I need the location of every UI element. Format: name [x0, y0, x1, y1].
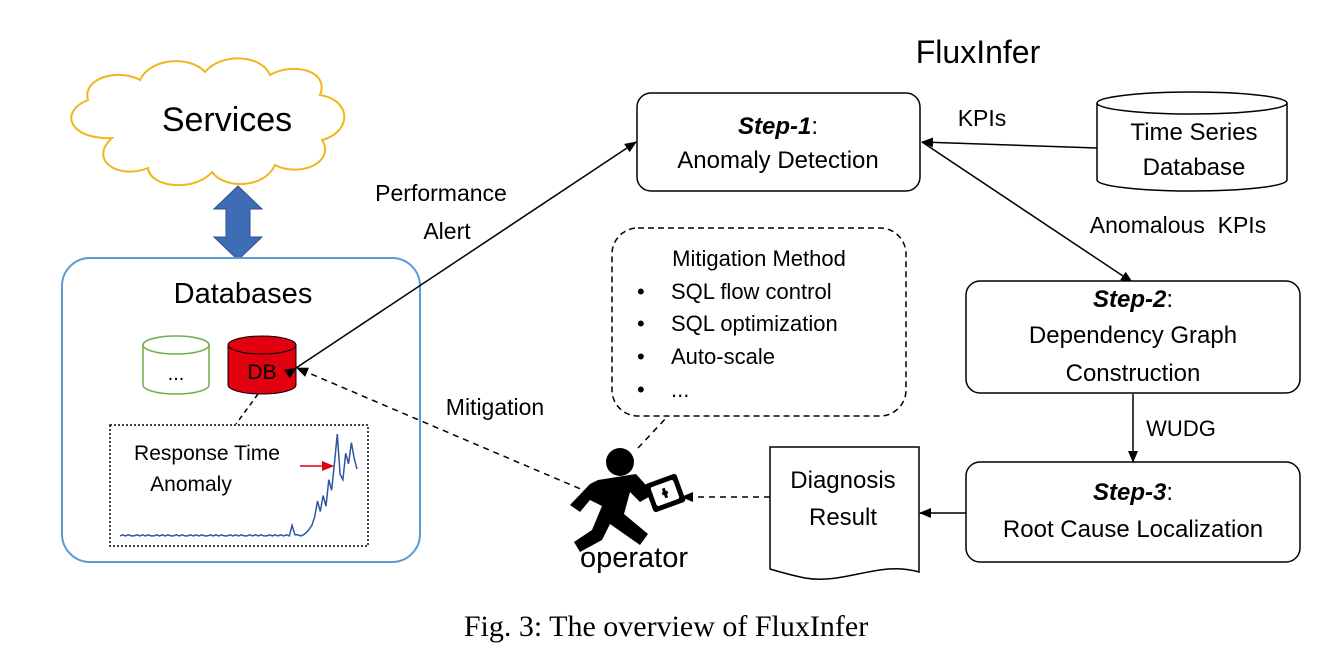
time-series-db-line2: Database	[1143, 154, 1246, 181]
step3-box: Step-3: Root Cause Localization	[965, 461, 1301, 563]
step3-name: Root Cause Localization	[1003, 516, 1263, 543]
mitigation-item: SQL optimization	[671, 311, 838, 336]
mitigation-method-box: Mitigation Method • SQL flow control • S…	[611, 227, 907, 417]
diagnosis-result-document: Diagnosis Result	[769, 446, 920, 580]
wudg-label: WUDG	[1146, 416, 1216, 441]
db-chart-connector	[235, 393, 259, 425]
performance-alert-arrow	[284, 141, 637, 379]
mitigation-bullet: •	[637, 279, 645, 304]
figure-caption: Fig. 3: The overview of FluxInfer	[463, 610, 869, 643]
diagram-title: FluxInfer	[916, 34, 1041, 70]
time-series-database: Time Series Database	[1096, 91, 1288, 192]
services-cloud: Services	[70, 57, 346, 186]
step2-heading: Step-2:	[1093, 286, 1173, 313]
operator-label: operator	[580, 542, 688, 574]
step2-line1: Dependency Graph	[1029, 322, 1237, 349]
database-icon-main: DB	[227, 335, 297, 395]
operator-mitigation-connector	[637, 415, 669, 449]
performance-alert-line1: Performance	[375, 180, 507, 206]
performance-alert-line2: Alert	[423, 218, 471, 244]
mitigation-item: ...	[671, 377, 689, 402]
step1-box: Step-1: Anomaly Detection	[636, 92, 921, 192]
time-series-db-line1: Time Series	[1130, 119, 1257, 146]
diagram-svg: FluxInfer Services Databases ... DB Resp…	[61, 34, 1301, 580]
mitigation-bullet: •	[637, 311, 645, 336]
step1-name: Anomaly Detection	[677, 147, 878, 174]
kpis-arrow	[921, 137, 1098, 149]
anomaly-chart-panel	[109, 424, 369, 547]
diagnosis-line1: Diagnosis	[790, 467, 895, 494]
mitigation-bullet: •	[637, 344, 645, 369]
mitigation-method-list: • SQL flow control • SQL optimization • …	[637, 279, 838, 402]
response-time-series	[119, 434, 358, 537]
services-label: Services	[162, 101, 292, 139]
diagnosis-line2: Result	[809, 504, 877, 531]
mitigation-method-title: Mitigation Method	[672, 246, 846, 271]
services-databases-double-arrow	[212, 185, 264, 261]
anomalous-kpis-label: Anomalous KPIs	[1090, 212, 1266, 238]
anomaly-label-line2: Anomaly	[150, 473, 232, 496]
mitigation-bullet: •	[637, 377, 645, 402]
step2-line2: Construction	[1066, 360, 1201, 387]
step1-heading: Step-1:	[738, 113, 818, 140]
mitigation-label: Mitigation	[446, 394, 544, 420]
database-other-label: ...	[168, 363, 185, 385]
database-main-label: DB	[247, 361, 276, 384]
kpis-label: KPIs	[958, 105, 1007, 131]
step2-box: Step-2: Dependency Graph Construction	[965, 280, 1301, 394]
operator-runner-with-kit-icon	[570, 448, 686, 552]
mitigation-item: SQL flow control	[671, 279, 832, 304]
databases-label: Databases	[174, 278, 313, 310]
mitigation-arrow	[296, 367, 591, 494]
databases-container: Databases ... DB Response Time Anomaly	[61, 257, 421, 563]
anomaly-label-line1: Response Time	[134, 442, 280, 465]
database-icon-other: ...	[142, 335, 210, 395]
anomalous-kpis-arrow	[921, 141, 1133, 283]
step3-heading: Step-3:	[1093, 479, 1173, 506]
mitigation-item: Auto-scale	[671, 344, 775, 369]
